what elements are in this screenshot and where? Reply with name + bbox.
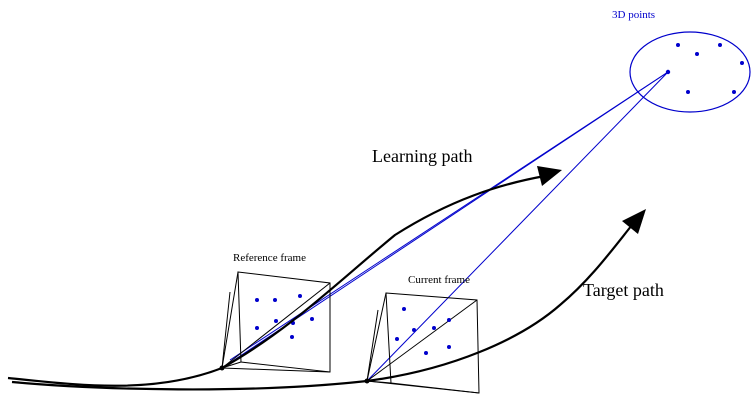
cloud-point <box>718 43 722 47</box>
image-point <box>432 326 436 330</box>
target-path-label: Target path <box>583 280 664 300</box>
reference-frustum-edge <box>221 271 239 369</box>
cloud-point <box>732 90 736 94</box>
learning-path <box>7 166 562 387</box>
current-frustum-edge <box>366 299 478 382</box>
target-path-curve <box>11 224 633 391</box>
reference-frame-camera <box>219 271 331 373</box>
learning-path-arrowhead <box>537 166 562 186</box>
image-point <box>290 335 294 339</box>
image-point <box>424 351 428 355</box>
points-cloud: 3D points <box>612 9 751 113</box>
image-point <box>310 317 314 321</box>
cloud-point <box>740 61 744 65</box>
reference-frustum-edge <box>221 291 231 369</box>
target-path <box>11 209 646 391</box>
image-point <box>255 298 259 302</box>
cloud-point <box>695 52 699 56</box>
image-point <box>447 345 451 349</box>
current-frame-camera <box>364 292 480 394</box>
current-image-plane <box>385 292 480 394</box>
current-image-points <box>395 307 451 355</box>
image-point <box>273 298 277 302</box>
image-point <box>298 294 302 298</box>
reference-frame-label: Reference frame <box>233 252 306 264</box>
image-point <box>395 337 399 341</box>
current-frame-label: Current frame <box>408 274 470 286</box>
current-frustum-edge <box>366 292 387 382</box>
reference-frustum-edge <box>221 367 331 373</box>
image-point <box>402 307 406 311</box>
cloud-point <box>676 43 680 47</box>
image-point <box>447 318 451 322</box>
learning-path-curve <box>7 174 546 387</box>
reference-frustum-edge <box>221 282 331 369</box>
projection-rays <box>221 71 669 382</box>
ray-to-current-camera <box>366 71 669 382</box>
image-point <box>255 326 259 330</box>
reference-image-plane <box>237 271 331 373</box>
points-cloud-ellipse <box>629 31 751 113</box>
current-frustum-edge <box>366 309 379 382</box>
points-3d-label: 3D points <box>612 9 655 21</box>
ray-to-reference-camera-2 <box>229 71 669 361</box>
learning-path-label: Learning path <box>372 146 472 166</box>
image-point <box>412 328 416 332</box>
reference-image-points <box>255 294 314 339</box>
target-path-arrowhead <box>622 209 646 234</box>
current-frustum-edge <box>366 380 480 394</box>
image-point <box>274 319 278 323</box>
cloud-point <box>686 90 690 94</box>
cloud-points <box>665 43 744 94</box>
